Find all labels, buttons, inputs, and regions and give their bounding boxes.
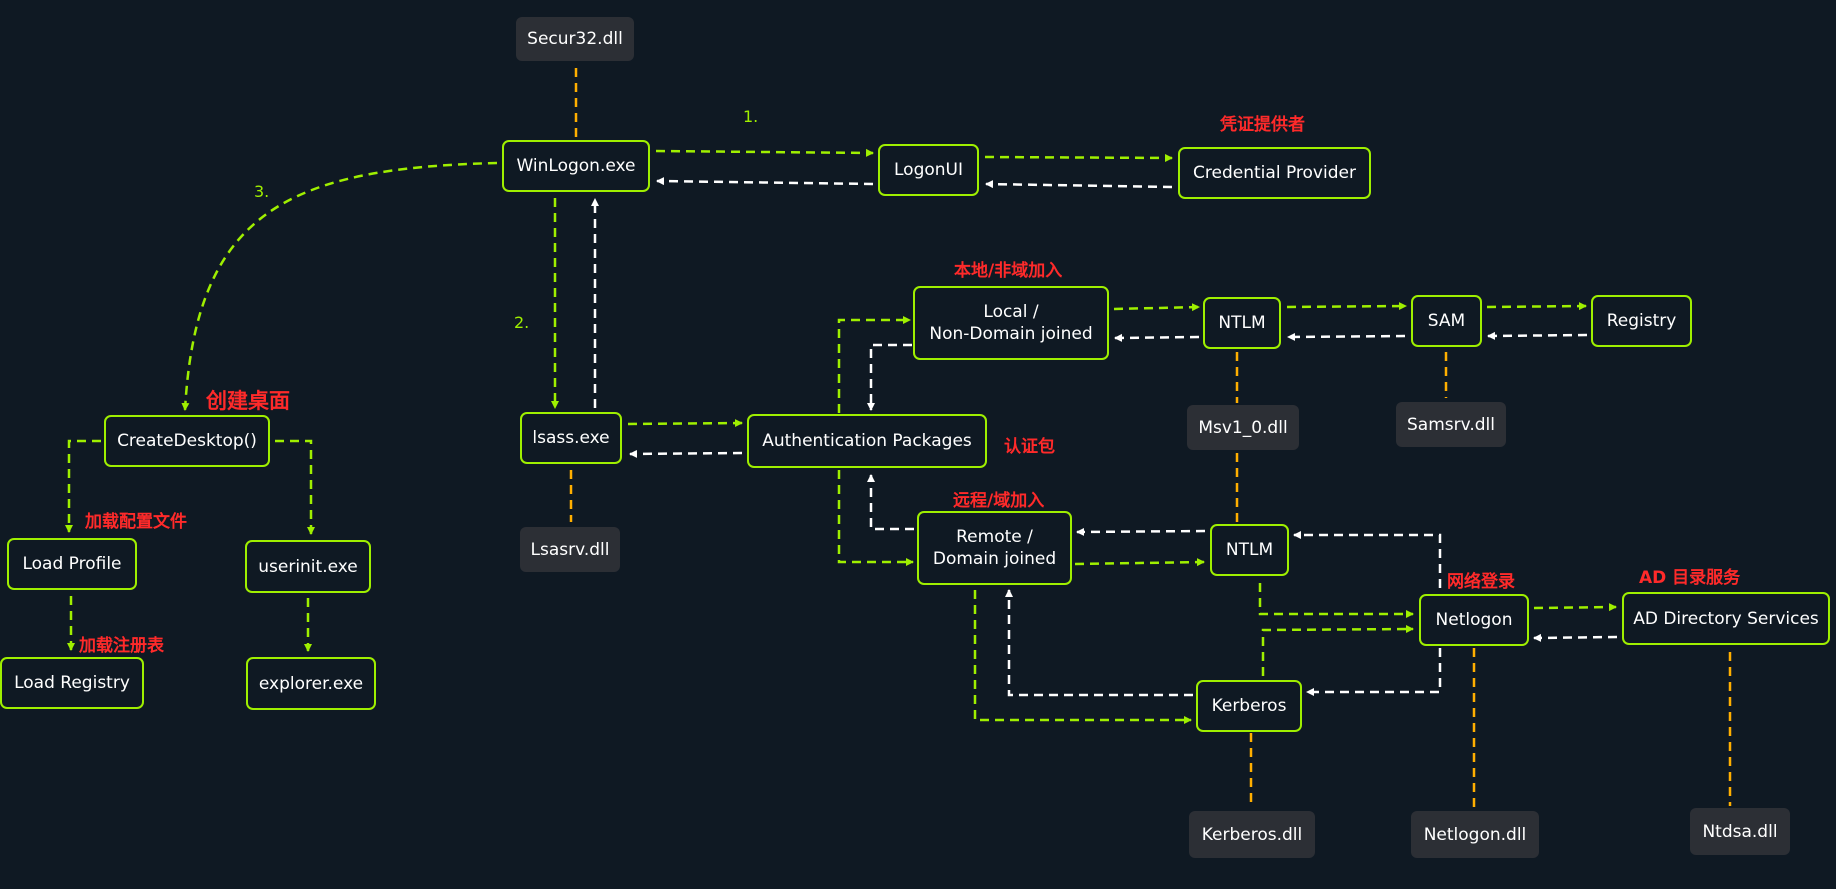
secur32-dll: Secur32.dll [516, 17, 634, 61]
arrow-local-auth [867, 343, 912, 411]
registry-node[interactable]: Registry [1591, 295, 1692, 347]
credential-provider-annotation: 凭证提供者 [1220, 115, 1305, 135]
arrow-ntlm-sam [1286, 302, 1407, 311]
arrow-local-ntlm [1113, 303, 1200, 312]
arrow-createdesktop-userinit [275, 439, 315, 535]
create-desktop-annotation: 创建桌面 [206, 389, 290, 413]
step-1-label: 1. [743, 107, 759, 126]
arrow-sam-ntlm [1287, 332, 1406, 341]
arrow-logonui-credential [984, 153, 1173, 162]
load-profile-node[interactable]: Load Profile [7, 538, 137, 590]
arrow-sam-registry [1486, 302, 1587, 311]
ntlm-local-node[interactable]: NTLM [1203, 297, 1281, 349]
ad-directory-annotation: AD 目录服务 [1639, 568, 1741, 588]
arrow-remote-kerberos [973, 590, 1192, 724]
arrow-credential-logonui [985, 180, 1173, 189]
create-desktop-node[interactable]: CreateDesktop() [104, 415, 270, 467]
arrow-remote-ntlm [1074, 558, 1205, 567]
network-logon-annotation: 网络登录 [1447, 572, 1515, 592]
logonui-node[interactable]: LogonUI [878, 144, 979, 196]
arrow-auth-remote [837, 470, 914, 566]
kerberos-dll: Kerberos.dll [1189, 811, 1315, 858]
local-non-domain-annotation: 本地/非域加入 [954, 261, 1063, 281]
lsass-node[interactable]: lsass.exe [520, 412, 622, 464]
remote-domain-node[interactable]: Remote / Domain joined [917, 511, 1072, 585]
arrow-netlogon-kerberos [1306, 648, 1442, 696]
kerberos-node[interactable]: Kerberos [1196, 680, 1302, 732]
ntdsa-dll: Ntdsa.dll [1690, 808, 1790, 855]
load-profile-annotation: 加载配置文件 [85, 512, 187, 532]
arrow-winlogon-createdesktop [181, 161, 498, 411]
ad-directory-services-node[interactable]: AD Directory Services [1622, 592, 1830, 645]
arrow-ntlm-local [1114, 333, 1200, 342]
lsasrv-dll: Lsasrv.dll [520, 527, 620, 572]
arrow-winlogon-logonui [655, 148, 874, 157]
msv1-0-dll: Msv1_0.dll [1187, 405, 1299, 450]
arrow-kerberos-remote [1005, 589, 1193, 697]
load-registry-node[interactable]: Load Registry [0, 657, 144, 709]
userinit-node[interactable]: userinit.exe [245, 540, 371, 593]
arrow-netlogon-ad [1533, 603, 1617, 612]
arrow-auth-lsass [629, 449, 743, 458]
arrow-lsass-auth [627, 419, 743, 428]
ntlm-remote-node[interactable]: NTLM [1210, 524, 1289, 576]
step-2-label: 2. [514, 313, 530, 332]
arrow-ad-netlogon [1533, 633, 1618, 642]
netlogon-dll: Netlogon.dll [1411, 811, 1539, 858]
authentication-packages-node[interactable]: Authentication Packages [747, 414, 987, 468]
arrow-kerberos-netlogon [1261, 625, 1414, 676]
arrow-createdesktop-profile [65, 439, 101, 533]
authentication-packages-annotation: 认证包 [1004, 437, 1055, 457]
arrow-auth-local [837, 316, 911, 413]
arrow-registry-sam [1487, 331, 1588, 340]
explorer-node[interactable]: explorer.exe [246, 657, 376, 710]
samsrv-dll: Samsrv.dll [1396, 402, 1506, 447]
local-non-domain-node[interactable]: Local / Non-Domain joined [913, 286, 1109, 360]
arrow-ntlm-remote-back [1076, 527, 1206, 536]
winlogon-node[interactable]: WinLogon.exe [502, 140, 650, 192]
credential-provider-node[interactable]: Credential Provider [1178, 147, 1371, 199]
arrow-ntlm-netlogon [1258, 583, 1414, 618]
arrow-logonui-winlogon [656, 177, 874, 186]
sam-node[interactable]: SAM [1411, 295, 1482, 347]
arrow-netlogon-ntlm [1293, 531, 1442, 588]
arrow-remote-auth [867, 474, 914, 531]
remote-domain-annotation: 远程/域加入 [953, 491, 1045, 511]
load-registry-annotation: 加载注册表 [79, 636, 164, 656]
netlogon-node[interactable]: Netlogon [1419, 594, 1529, 646]
step-3-label: 3. [254, 182, 270, 201]
